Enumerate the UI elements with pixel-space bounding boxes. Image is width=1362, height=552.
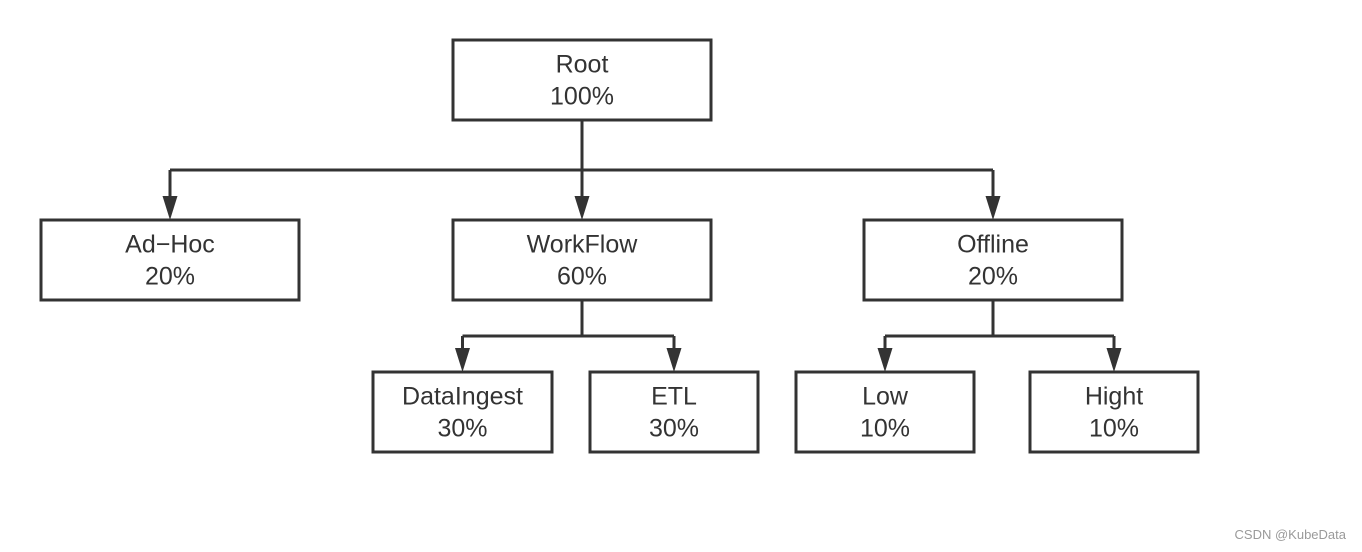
node-percentage: 20% <box>145 263 195 291</box>
node-label: WorkFlow <box>527 231 639 259</box>
arrowhead-icon <box>1106 348 1122 372</box>
watermark-text: CSDN @KubeData <box>1234 527 1346 542</box>
node-box <box>588 370 760 454</box>
node-etl: ETL 30% <box>588 370 760 454</box>
node-percentage: 100% <box>550 83 614 111</box>
node-percentage: 30% <box>437 415 487 443</box>
arrowhead-icon <box>666 348 682 372</box>
node-box <box>451 38 713 122</box>
node-adhoc: Ad−Hoc 20% <box>39 218 301 302</box>
arrowhead-icon <box>877 348 893 372</box>
node-root: Root 100% <box>451 38 713 122</box>
node-percentage: 60% <box>557 263 607 291</box>
node-percentage: 20% <box>968 263 1018 291</box>
node-percentage: 10% <box>860 415 910 443</box>
node-box <box>371 370 554 454</box>
edges <box>162 120 1122 372</box>
arrowhead-icon <box>574 196 590 220</box>
node-workflow: WorkFlow 60% <box>451 218 713 302</box>
node-label: Low <box>862 383 909 411</box>
node-label: DataIngest <box>402 383 523 411</box>
node-percentage: 30% <box>649 415 699 443</box>
node-box <box>39 218 301 302</box>
node-label: Offline <box>957 231 1029 259</box>
node-label: Root <box>556 51 609 79</box>
arrowhead-icon <box>162 196 178 220</box>
node-dataingest: DataIngest 30% <box>371 370 554 454</box>
node-percentage: 10% <box>1089 415 1139 443</box>
nodes: Root 100% Ad−Hoc 20% WorkFlow 60% Offline 20% Da… <box>39 38 1200 454</box>
node-box <box>1028 370 1200 454</box>
node-low: Low 10% <box>794 370 976 454</box>
node-label: Hight <box>1085 383 1143 411</box>
node-hight: Hight 10% <box>1028 370 1200 454</box>
node-box <box>794 370 976 454</box>
node-offline: Offline 20% <box>862 218 1124 302</box>
arrowhead-icon <box>455 348 470 372</box>
node-label: Ad−Hoc <box>125 231 215 259</box>
arrowhead-icon <box>985 196 1001 220</box>
node-box <box>862 218 1124 302</box>
node-box <box>451 218 713 302</box>
node-label: ETL <box>651 383 697 411</box>
